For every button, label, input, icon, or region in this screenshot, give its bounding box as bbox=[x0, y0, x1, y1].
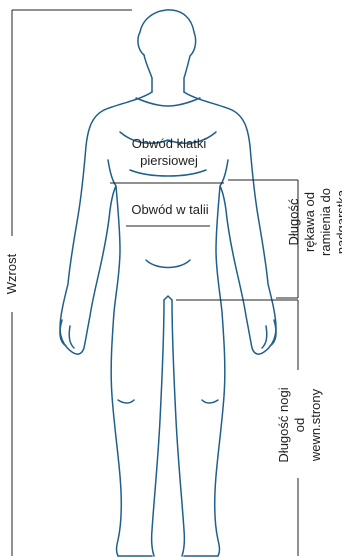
collarbone bbox=[136, 98, 200, 106]
leg-label-line-2: od bbox=[292, 375, 308, 475]
right-knee bbox=[202, 400, 218, 403]
waist-label: Obwód w talii bbox=[108, 201, 232, 218]
body-outline bbox=[60, 10, 276, 556]
sleeve-label: Długość rękawa od ramienia do nadgarstka bbox=[286, 174, 342, 270]
measurement-lines bbox=[12, 10, 298, 556]
leg-label-line-3: wewn.strony bbox=[308, 375, 324, 475]
sleeve-label-line-1: Długość bbox=[286, 174, 302, 270]
navel-line bbox=[146, 260, 190, 268]
sleeve-label-line-2: rękawa od bbox=[302, 174, 318, 270]
head-outline-right bbox=[138, 10, 196, 92]
left-inner-leg bbox=[152, 300, 164, 556]
leg-label: Długość nogi od wewn.strony bbox=[275, 375, 325, 475]
leg-label-line-1: Długość nogi bbox=[276, 375, 292, 475]
crotch bbox=[164, 296, 172, 300]
sleeve-label-line-4: nadgarstka bbox=[334, 174, 342, 270]
left-knee bbox=[118, 400, 134, 403]
right-hand bbox=[262, 320, 276, 348]
chest-label: Obwód klatki piersiowej bbox=[104, 135, 234, 169]
head-outline-left bbox=[144, 55, 152, 92]
right-inner-leg bbox=[172, 300, 184, 556]
ribcage-line bbox=[130, 170, 206, 176]
sleeve-label-line-3: ramienia do bbox=[318, 174, 334, 270]
height-label: Wzrost bbox=[4, 244, 20, 304]
left-hand bbox=[60, 320, 74, 348]
chest-label-line-1: Obwód klatki bbox=[104, 135, 234, 152]
chest-label-line-2: piersiowej bbox=[104, 152, 234, 169]
